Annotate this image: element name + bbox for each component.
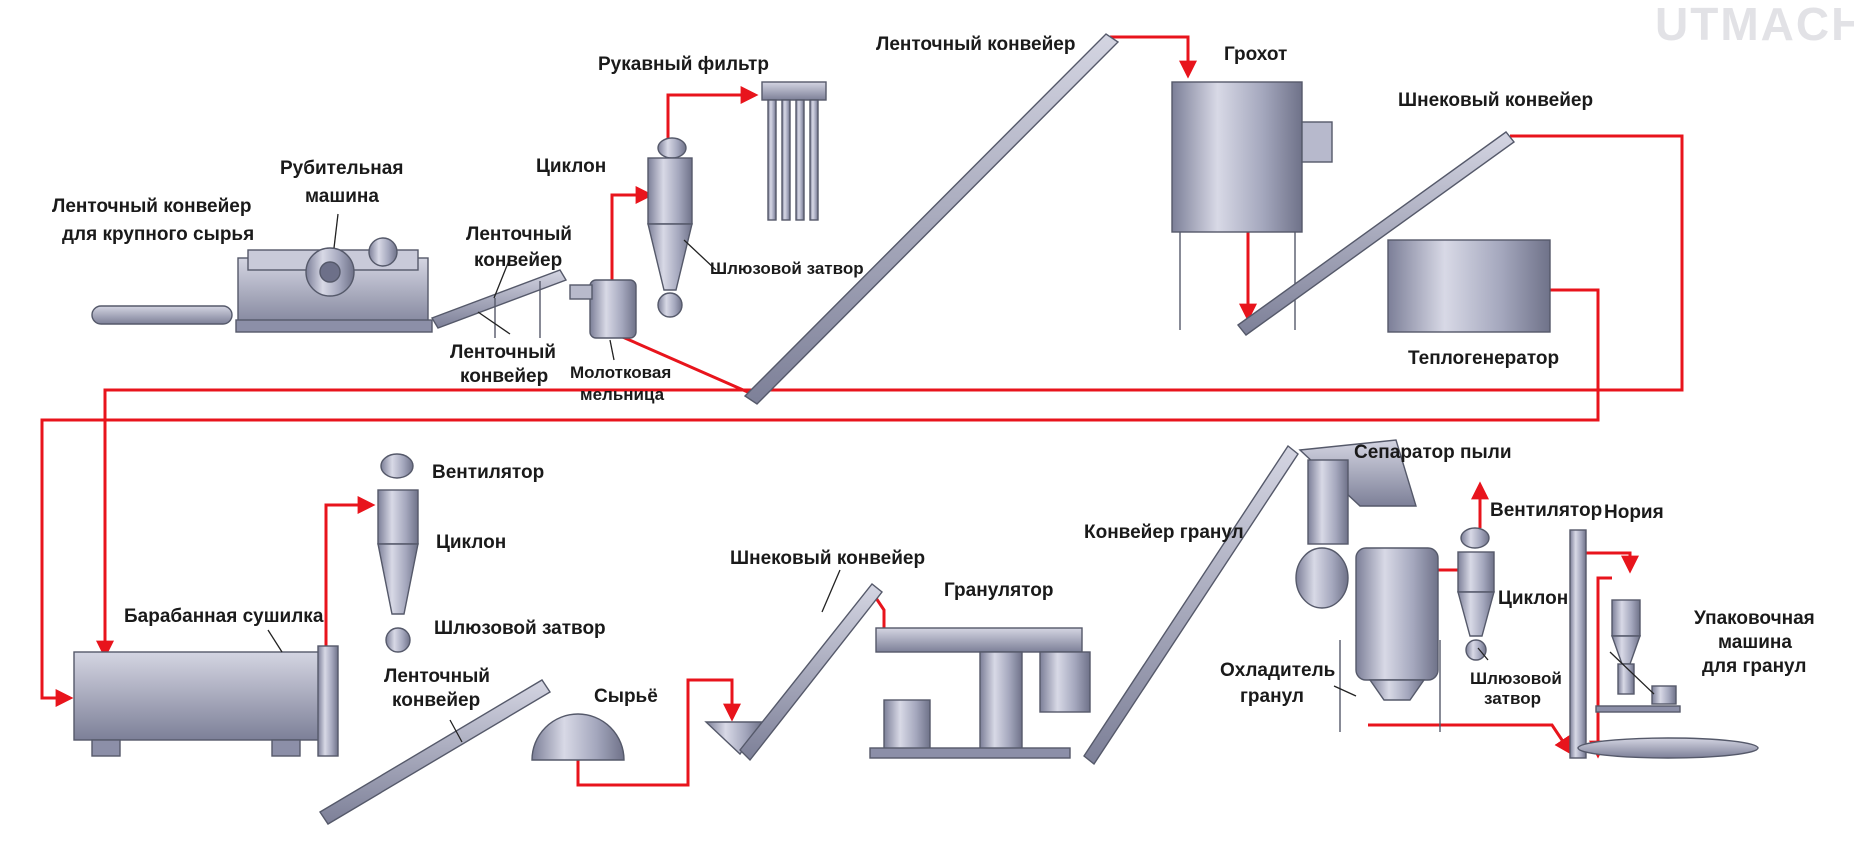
label-bucket-elevator: Нория: [1604, 502, 1664, 523]
label-airlock-right-line1: Шлюзовой: [1470, 669, 1562, 688]
label-belt-conveyor-3-line2: конвейер: [392, 690, 480, 711]
label-fan-right: Вентилятор: [1490, 500, 1602, 521]
label-belt-conveyor-1-line2: конвейер: [474, 250, 562, 271]
label-cyclone-right: Циклон: [1498, 588, 1568, 609]
label-belt-conveyor-2-line2: конвейер: [460, 366, 548, 387]
bucket-elevator: [1569, 529, 1587, 759]
label-airlock-left: Шлюзовой затвор: [434, 618, 606, 639]
screw-conveyor-top: [1236, 131, 1516, 336]
label-drum-dryer: Барабанная сушилка: [124, 606, 324, 627]
label-long-conveyor: Ленточный конвейер: [876, 34, 1075, 55]
labels: Ленточный конвейер для крупного сырья Ру…: [52, 34, 1815, 711]
label-packing-line3: для гранул: [1702, 656, 1806, 677]
belt-conveyor-1: [430, 269, 568, 338]
label-screen: Грохот: [1224, 44, 1287, 65]
cyclone-top: [647, 137, 693, 318]
label-belt-conveyor-1-line1: Ленточный: [466, 224, 572, 245]
screen-sieve: [1171, 81, 1333, 330]
dust-separator: [1295, 439, 1417, 609]
drum-dryer: [73, 645, 339, 757]
raw-material-belt-conveyor: [91, 305, 233, 325]
pelletizer: [869, 627, 1091, 759]
label-belt-conveyor-3-line1: Ленточный: [384, 666, 490, 687]
label-fan-left: Вентилятор: [432, 462, 544, 483]
pellet-cooler: [1339, 547, 1441, 732]
cyclone-left: [377, 453, 419, 653]
long-belt-conveyor: [743, 33, 1120, 405]
cyclone-right: [1457, 527, 1495, 661]
bag-filter: [761, 81, 827, 221]
label-heat-generator: Теплогенератор: [1408, 348, 1559, 369]
raw-material-pile: [531, 713, 625, 761]
label-raw-conveyor-line2: для крупного сырья: [62, 224, 254, 245]
label-bag-filter: Рукавный фильтр: [598, 54, 769, 75]
screw-conveyor-mid: [704, 583, 883, 762]
label-dust-separator: Сепаратор пыли: [1354, 442, 1512, 463]
label-hammer-mill-line2: мельница: [580, 385, 665, 404]
watermark-logo: UTMACH: [1655, 0, 1854, 50]
label-cyclone-left: Циклон: [436, 532, 506, 553]
label-airlock-top: Шлюзовой затвор: [710, 259, 864, 278]
material-flow-lines: [40, 35, 1684, 787]
label-pellet-cooler-line2: гранул: [1240, 686, 1304, 707]
pellet-conveyor: [1083, 444, 1299, 766]
label-cyclone-top: Циклон: [536, 156, 606, 177]
belt-conveyor-3: [319, 679, 551, 825]
label-airlock-right-line2: затвор: [1484, 689, 1541, 708]
label-packing-line2: машина: [1718, 632, 1792, 653]
label-screw-conveyor-mid: Шнековый конвейер: [730, 548, 925, 569]
label-hammer-mill-line1: Молотковая: [570, 363, 671, 382]
label-raw-conveyor-line1: Ленточный конвейер: [52, 196, 251, 217]
heat-generator: [1387, 239, 1551, 333]
label-screw-conveyor-top: Шнековый конвейер: [1398, 90, 1593, 111]
label-raw-material: Сырьё: [594, 686, 658, 707]
label-chipper-line1: Рубительная: [280, 158, 403, 179]
label-pelletizer: Гранулятор: [944, 580, 1053, 601]
leader-lines: [267, 213, 1655, 743]
label-chipper-line2: машина: [305, 186, 379, 207]
label-packing-line1: Упаковочная: [1694, 608, 1815, 629]
chipper-machine: [235, 237, 433, 333]
label-pellet-cooler-line1: Охладитель: [1220, 660, 1335, 681]
label-belt-conveyor-2-line1: Ленточный: [450, 342, 556, 363]
label-pellet-conveyor: Конвейер гранул: [1084, 522, 1244, 543]
hammer-mill: [569, 279, 637, 339]
